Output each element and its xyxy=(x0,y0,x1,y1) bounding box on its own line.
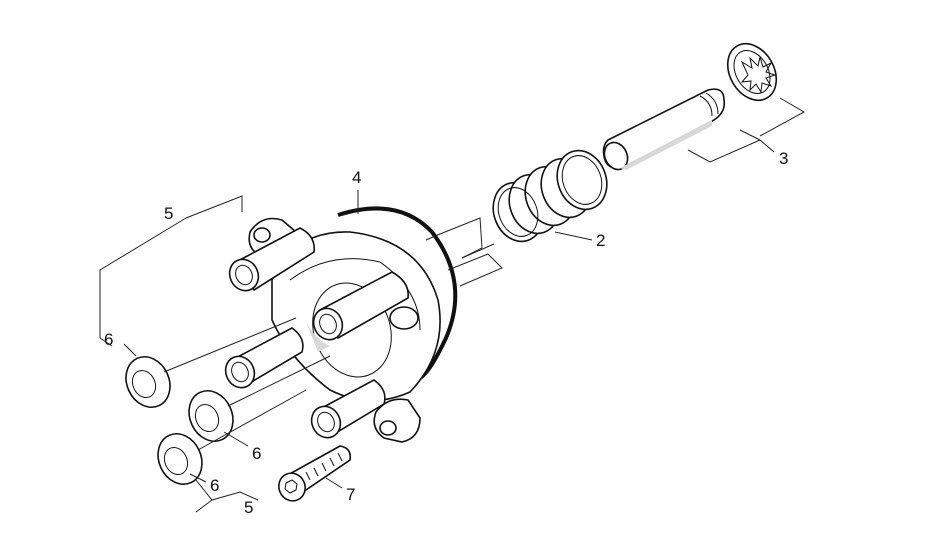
snap-ring-part xyxy=(726,42,778,102)
callout-6-left: 6 xyxy=(104,330,113,349)
callout-4: 4 xyxy=(352,168,361,187)
seal-part-3 xyxy=(157,433,203,485)
callout-7: 7 xyxy=(346,485,355,504)
callout-2: 2 xyxy=(596,231,605,250)
callout-6-middle: 6 xyxy=(252,444,261,463)
spring-part xyxy=(492,149,608,243)
screw-part xyxy=(278,445,352,502)
callout-3: 3 xyxy=(779,149,788,168)
callout-5-bottom: 5 xyxy=(244,498,253,517)
seal-part-2 xyxy=(188,390,234,442)
seal-part-1 xyxy=(125,356,171,408)
callout-6-bottom: 6 xyxy=(210,476,219,495)
pump-head-part xyxy=(224,217,441,443)
pin-part xyxy=(602,88,726,171)
leader-lines xyxy=(99,97,806,513)
callout-5-top: 5 xyxy=(164,204,173,223)
